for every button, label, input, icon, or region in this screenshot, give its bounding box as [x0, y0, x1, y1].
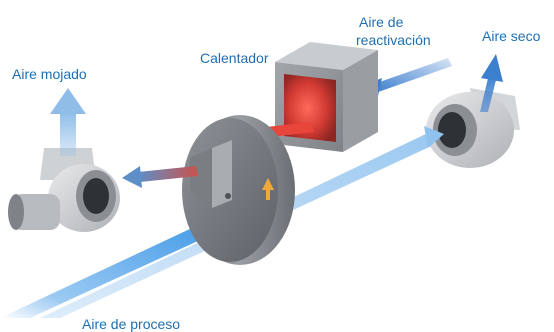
reactivation-air-arrow	[374, 58, 452, 92]
wet-air-arrowhead	[50, 88, 86, 114]
label-aire-seco: Aire seco	[482, 28, 541, 44]
centrifugal-fan-icon	[426, 88, 520, 168]
wet-air-shaft	[60, 112, 76, 156]
label-aire-de-proceso: Aire de proceso	[82, 316, 181, 332]
process-air-arrowhead-right	[424, 126, 444, 148]
heater-box	[275, 42, 378, 152]
label-reactivacion: reactivación	[356, 32, 431, 48]
dry-air-shaft	[480, 74, 497, 112]
label-aire-de: Aire de	[359, 14, 404, 30]
rotation-arrow-icon	[262, 178, 274, 200]
centrifugal-fan-with-motor-icon	[8, 148, 120, 232]
wet-air-transfer-arrowhead	[122, 166, 142, 188]
wet-air-transfer-arrow	[138, 166, 198, 182]
dry-air-arrowhead	[481, 54, 503, 82]
label-aire-mojado: Aire mojado	[12, 66, 87, 82]
label-calentador: Calentador	[200, 50, 269, 66]
process-air-arrow	[0, 228, 200, 318]
desiccant-wheel	[182, 115, 295, 265]
